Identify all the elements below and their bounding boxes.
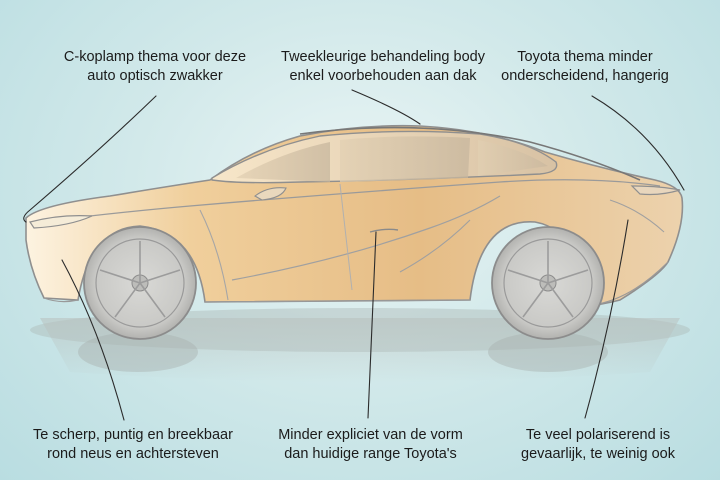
annotation-two-tone: Tweekleurige behandeling body enkel voor… <box>258 48 508 86</box>
annotation-polarizing: Te veel polariserend is gevaarlijk, te w… <box>498 426 698 464</box>
annotation-theme-line1: Toyota thema minder <box>517 49 653 65</box>
callout-line-headlamp <box>23 95 157 223</box>
callout-line-sharp <box>61 259 125 421</box>
callout-line-two-tone <box>351 89 421 125</box>
rear-wheel <box>491 226 605 340</box>
annotation-sharp: Te scherp, puntig en breekbaar rond neus… <box>28 426 238 464</box>
annotation-headlamp: C-koplamp thema voor deze auto optisch z… <box>40 48 270 86</box>
callout-lines <box>23 89 685 421</box>
car-body <box>25 124 684 306</box>
annotation-sharp-line2: rond neus en achtersteven <box>47 446 219 462</box>
annotation-form-line2: dan huidige range Toyota's <box>284 446 457 462</box>
annotation-headlamp-line2: auto optisch zwakker <box>87 68 223 84</box>
annotation-theme-line2: onderscheidend, hangerig <box>501 68 669 84</box>
annotation-polarizing-line2: gevaarlijk, te weinig ook <box>521 446 675 462</box>
annotation-two-tone-line1: Tweekleurige behandeling body <box>281 49 485 65</box>
annotation-form: Minder expliciet van de vorm dan huidige… <box>248 426 493 464</box>
front-wheel <box>83 226 197 340</box>
callout-line-polarizing <box>584 219 629 419</box>
annotation-theme: Toyota thema minder onderscheidend, hang… <box>480 48 690 86</box>
annotation-headlamp-line1: C-koplamp thema voor deze <box>63 49 247 65</box>
annotation-polarizing-line1: Te veel polariserend is <box>525 427 671 443</box>
annotation-sharp-line1: Te scherp, puntig en breekbaar <box>33 427 233 443</box>
callout-line-theme <box>591 95 685 191</box>
annotation-form-line1: Minder expliciet van de vorm <box>278 427 463 443</box>
annotation-two-tone-line2: enkel voorbehouden aan dak <box>289 68 477 84</box>
callout-line-form <box>367 231 377 419</box>
